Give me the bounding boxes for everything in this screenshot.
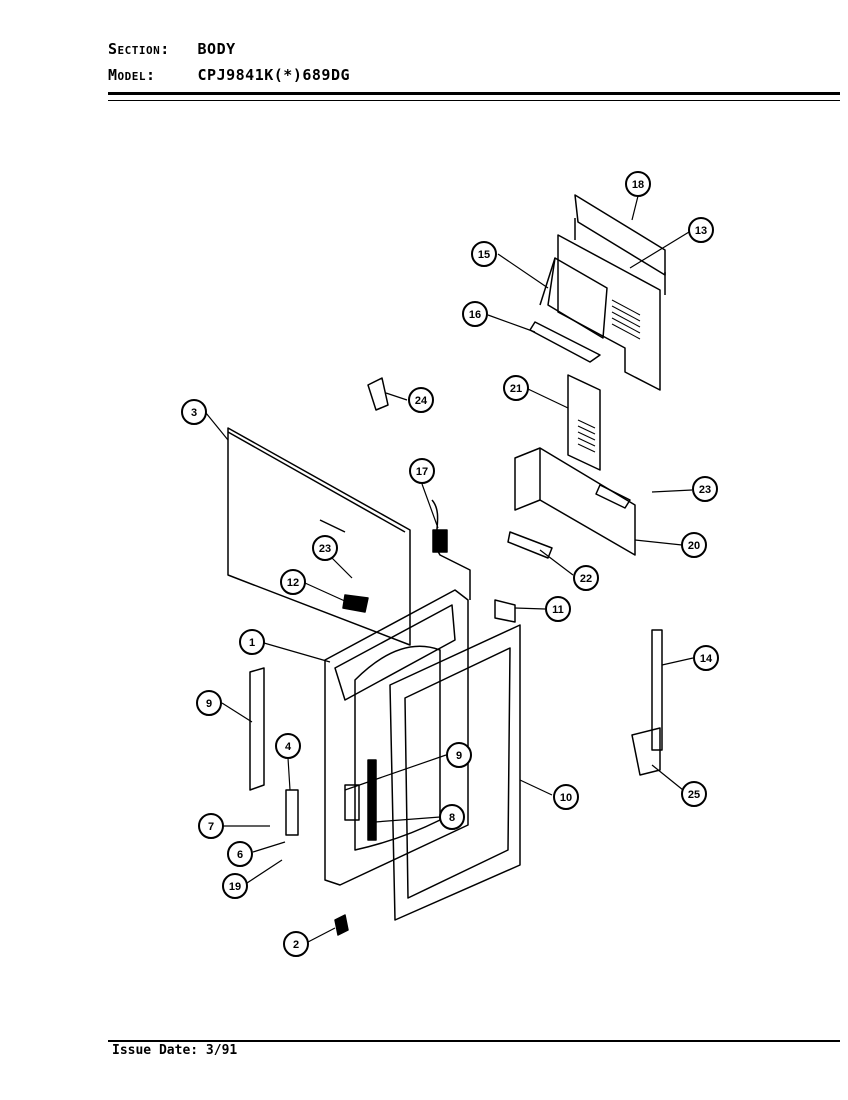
- callout-15: 15: [471, 241, 497, 267]
- svg-text:24: 24: [415, 395, 428, 407]
- callout-11: 11: [545, 596, 571, 622]
- svg-text:20: 20: [688, 540, 700, 552]
- issue-label: Issue Date:: [112, 1043, 199, 1058]
- svg-text:15: 15: [478, 249, 490, 261]
- callout-8: 8: [439, 804, 465, 830]
- hinge-part-4: [285, 789, 299, 836]
- bracket-part-24: [367, 377, 389, 411]
- callout-23-right: 23: [692, 476, 718, 502]
- callout-9-right: 9: [446, 742, 472, 768]
- svg-text:9: 9: [456, 750, 462, 762]
- callout-21: 21: [503, 375, 529, 401]
- block-part-11: [494, 599, 516, 623]
- screw-part-2: [334, 914, 349, 936]
- footer-rule: [108, 1040, 840, 1042]
- svg-text:6: 6: [237, 849, 243, 861]
- svg-text:14: 14: [700, 653, 713, 665]
- callout-4: 4: [275, 733, 301, 759]
- callout-labels: 18 13 15 16 21 24 3 17 23 20 23 22 12 11…: [181, 171, 719, 957]
- callout-23-left: 23: [312, 535, 338, 561]
- latch-part-12: [342, 594, 369, 613]
- leader-lines: [205, 195, 694, 943]
- model-label: Model:: [108, 66, 156, 84]
- svg-text:12: 12: [287, 577, 299, 589]
- callout-3: 3: [181, 399, 207, 425]
- callout-24: 24: [408, 387, 434, 413]
- svg-text:3: 3: [191, 407, 197, 419]
- svg-text:17: 17: [416, 466, 428, 478]
- svg-text:2: 2: [293, 939, 299, 951]
- svg-text:9: 9: [206, 698, 212, 710]
- callout-20: 20: [681, 532, 707, 558]
- callout-17: 17: [409, 458, 435, 484]
- callout-13: 13: [688, 217, 714, 243]
- svg-text:4: 4: [285, 741, 292, 753]
- hinge-strip-part-9: [249, 667, 265, 791]
- callout-1: 1: [239, 629, 265, 655]
- svg-text:19: 19: [229, 881, 241, 893]
- svg-text:13: 13: [695, 225, 707, 237]
- callout-18: 18: [625, 171, 651, 197]
- callout-16: 16: [462, 301, 488, 327]
- inner-door-part-1: [324, 589, 469, 886]
- model-line: Model: CPJ9841K(*)689DG: [108, 66, 350, 84]
- callout-22: 22: [573, 565, 599, 591]
- callout-19: 19: [222, 873, 248, 899]
- svg-text:25: 25: [688, 789, 700, 801]
- header-rule-thick: [108, 92, 840, 95]
- svg-text:18: 18: [632, 179, 644, 191]
- model-value: CPJ9841K(*)689DG: [197, 66, 351, 84]
- callout-7: 7: [198, 813, 224, 839]
- tray-part-20: [514, 447, 636, 556]
- shield-part-21: [567, 374, 601, 471]
- issue-value: 3/91: [205, 1043, 238, 1058]
- outer-panel-part-3: [227, 427, 411, 646]
- callout-2: 2: [283, 931, 309, 957]
- svg-text:11: 11: [552, 604, 564, 616]
- control-panel-assembly: [529, 194, 666, 391]
- issue-date: Issue Date: 3/91: [112, 1043, 237, 1058]
- svg-text:8: 8: [449, 812, 455, 824]
- section-value: BODY: [197, 40, 236, 58]
- svg-text:22: 22: [580, 573, 592, 585]
- svg-text:23: 23: [699, 484, 711, 496]
- callout-25: 25: [681, 781, 707, 807]
- svg-text:16: 16: [469, 309, 481, 321]
- svg-text:10: 10: [560, 792, 572, 804]
- header-rule-thin: [108, 100, 840, 101]
- door-glass-part-10: [389, 624, 521, 921]
- callout-14: 14: [693, 645, 719, 671]
- terminal-part-22: [507, 531, 553, 559]
- rod-part-14: [631, 629, 663, 776]
- callout-10: 10: [553, 784, 579, 810]
- section-label: Section:: [108, 40, 170, 58]
- svg-text:7: 7: [208, 821, 214, 833]
- svg-text:21: 21: [510, 383, 522, 395]
- section-line: Section: BODY: [108, 40, 236, 58]
- svg-text:1: 1: [249, 637, 255, 649]
- svg-text:23: 23: [319, 543, 331, 555]
- callout-6: 6: [227, 841, 253, 867]
- callout-12: 12: [280, 569, 306, 595]
- callout-9-left: 9: [196, 690, 222, 716]
